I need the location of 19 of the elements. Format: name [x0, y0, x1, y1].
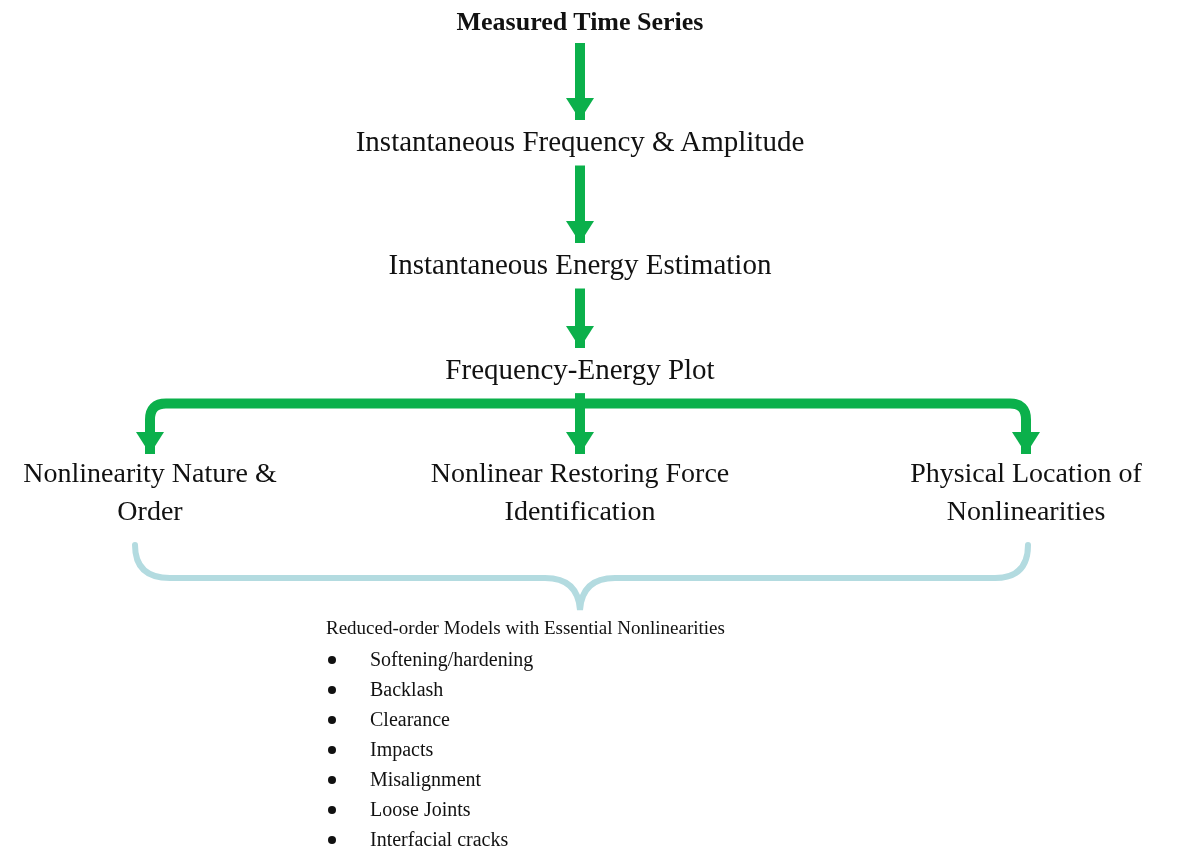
list-item: Misalignment	[370, 767, 482, 793]
list-item: Loose Joints	[370, 797, 471, 822]
list-heading: Reduced-order Models with Essential Nonlinearities	[326, 616, 725, 640]
list-item: Softening/hardening	[370, 647, 534, 673]
step-label: Frequency-Energy Plot	[380, 348, 780, 392]
list-item: Impacts	[370, 737, 434, 763]
step-label: Measured Time Series	[330, 2, 830, 41]
step-label: Instantaneous Frequency & Amplitude	[270, 120, 890, 164]
list-item: Clearance	[370, 707, 450, 732]
step-label: Nonlinear Restoring Force Identification	[365, 454, 795, 530]
arrow	[566, 43, 594, 120]
list-item: Interfacial cracks	[370, 827, 509, 852]
step-label: Nonlinearity Nature & Order	[0, 454, 300, 530]
step-label: Instantaneous Energy Estimation	[320, 243, 840, 287]
step-label: Physical Location of Nonlinearities	[872, 454, 1180, 530]
list-item: Backlash	[370, 677, 444, 702]
arrow	[566, 288, 594, 348]
arrow	[575, 393, 1040, 454]
arrow	[566, 165, 594, 243]
